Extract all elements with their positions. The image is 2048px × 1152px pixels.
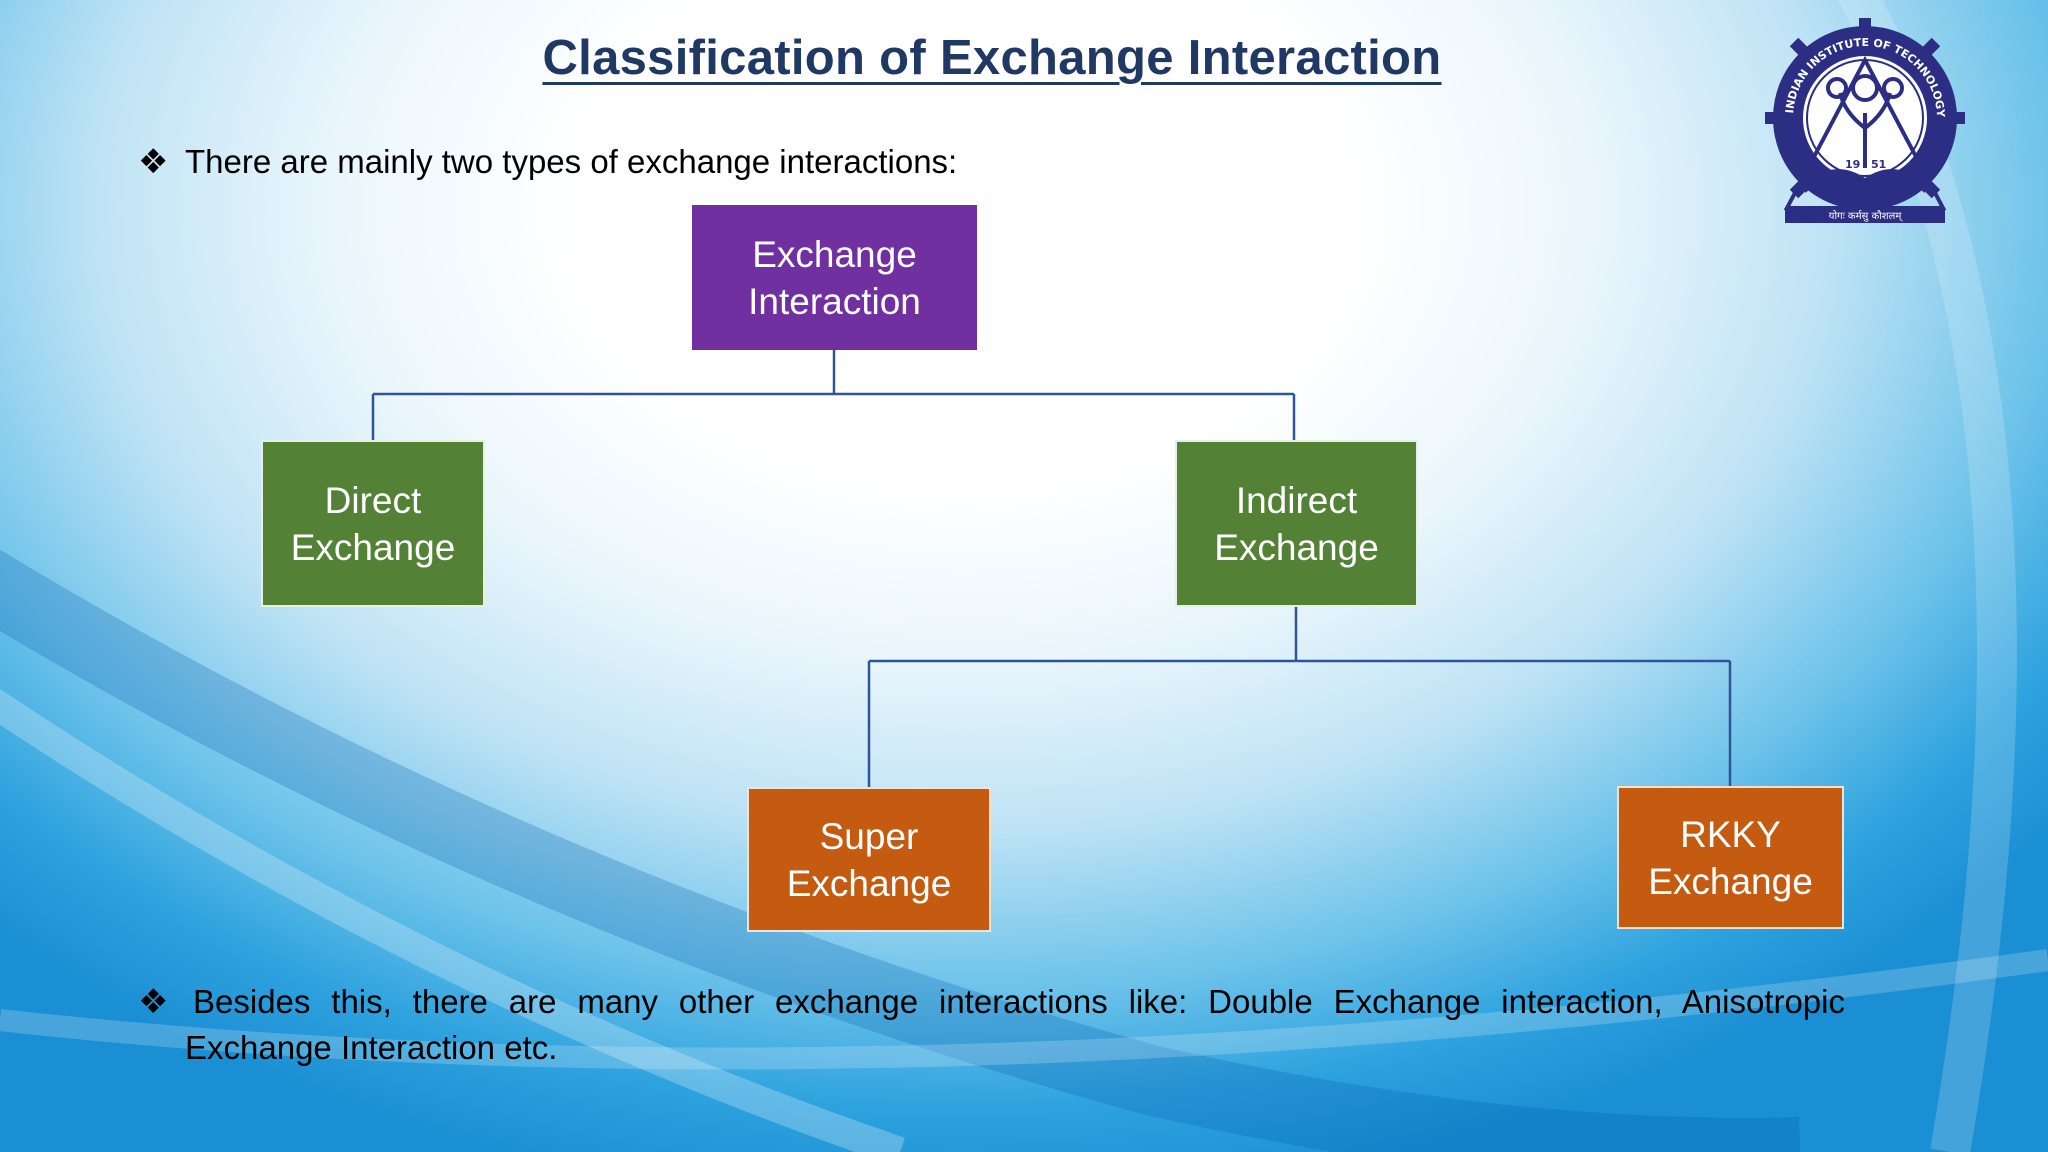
node-exchange-interaction-line1: Exchange bbox=[752, 233, 917, 275]
node-indirect-exchange-line2: Exchange bbox=[1214, 526, 1379, 568]
logo-year-right: 51 bbox=[1871, 158, 1886, 171]
node-exchange-interaction: Exchange Interaction bbox=[692, 205, 977, 350]
node-exchange-interaction-line2: Interaction bbox=[748, 280, 921, 322]
node-direct-exchange-line2: Exchange bbox=[290, 526, 456, 568]
connector-indirect-to-level2 bbox=[867, 607, 1732, 787]
node-direct-exchange: Direct Exchange bbox=[261, 440, 485, 607]
node-rkky-exchange: RKKY Exchange bbox=[1617, 786, 1844, 929]
connector-root-to-level1 bbox=[371, 350, 1296, 440]
node-indirect-exchange: Indirect Exchange bbox=[1175, 440, 1418, 607]
slide-title: Classification of Exchange Interaction bbox=[542, 31, 1442, 85]
node-indirect-exchange-line1: Indirect bbox=[1235, 479, 1358, 521]
logo-year-left: 19 bbox=[1845, 158, 1860, 171]
four-diamond-bullet-icon: ❖ bbox=[138, 983, 169, 1021]
bullet-other-interactions-text: Besides this, there are many other excha… bbox=[185, 983, 1845, 1066]
node-direct-exchange-line1: Direct bbox=[324, 479, 422, 521]
node-rkky-exchange-line2: Exchange bbox=[1648, 860, 1813, 902]
four-diamond-bullet-icon: ❖ bbox=[138, 143, 169, 181]
iit-kharagpur-logo: INDIAN INSTITUTE OF TECHNOLOGY KHARAGPUR… bbox=[1765, 18, 1965, 223]
bullet-intro-text: There are mainly two types of exchange i… bbox=[185, 143, 958, 180]
logo-motto: योगः कर्मसु कौशलम् bbox=[1829, 210, 1904, 222]
node-super-exchange: Super Exchange bbox=[747, 787, 991, 932]
node-super-exchange-line2: Exchange bbox=[786, 862, 952, 904]
node-super-exchange-line1: Super bbox=[819, 815, 919, 857]
node-rkky-exchange-line1: RKKY bbox=[1680, 813, 1781, 855]
